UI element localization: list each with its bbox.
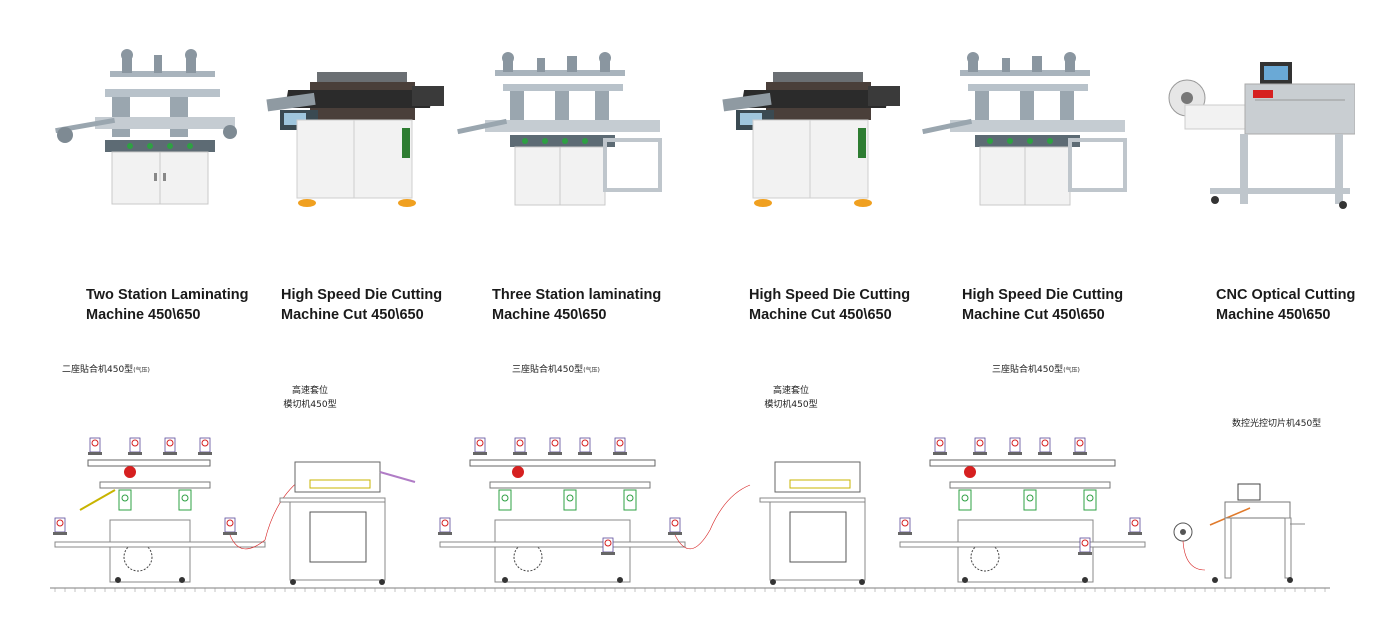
- label-note: (气压): [133, 367, 150, 374]
- cnc-diagram-label: 数控光控切片机450型: [1232, 417, 1321, 431]
- three-station-diagram-label-1: 三座貼合机450型(气压): [512, 363, 600, 378]
- production-line-schematic: [50, 437, 1330, 592]
- label-line2: 模切机450型: [283, 400, 337, 410]
- caption-line1: High Speed Die Cutting: [962, 287, 1124, 303]
- machine-caption-4: High Speed Die Cutting Machine Cut 450\6…: [749, 285, 910, 325]
- machine-caption-3: Three Station laminating Machine 450\650: [492, 285, 661, 325]
- label-note: (气压): [583, 367, 600, 374]
- label-line1: 高速套位: [291, 386, 328, 396]
- label-text: 二座貼合机450型: [62, 365, 134, 375]
- die-cutting-photo-2: [722, 72, 900, 207]
- caption-line2: Machine 450\650: [492, 307, 607, 323]
- machine-caption-5: High Speed Die Cutting Machine Cut 450\6…: [962, 285, 1123, 325]
- laminator-schematic-3: [897, 437, 1146, 583]
- die-cutter-schematic-1: [279, 461, 416, 585]
- label-line1: 高速套位: [772, 386, 809, 396]
- machine-caption-1: Two Station Laminating Machine 450\650: [86, 285, 248, 325]
- cnc-optical-cutting-photo: [1168, 62, 1355, 209]
- caption-line1: High Speed Die Cutting: [281, 287, 443, 303]
- die-cut-diagram-label-1: 高速套位 模切机450型: [275, 384, 345, 412]
- caption-line1: Three Station laminating: [492, 287, 662, 303]
- caption-line2: Machine 450\650: [86, 307, 201, 323]
- die-cutter-schematic-2: [759, 461, 866, 585]
- caption-line2: Machine Cut 450\650: [749, 307, 892, 323]
- laminator-schematic-1: [52, 437, 301, 583]
- label-text: 三座貼合机450型: [512, 365, 584, 375]
- three-station-diagram-label-2: 三座貼合机450型(气压): [992, 363, 1080, 378]
- two-station-diagram-label: 二座貼合机450型(气压): [62, 363, 150, 378]
- die-cut-diagram-label-2: 高速套位 模切机450型: [756, 384, 826, 412]
- label-text: 三座貼合机450型: [992, 365, 1064, 375]
- caption-line1: Two Station Laminating: [86, 287, 249, 303]
- label-note: (气压): [1063, 367, 1080, 374]
- caption-line2: Machine Cut 450\650: [962, 307, 1105, 323]
- cnc-schematic: [1173, 483, 1305, 583]
- label-line2: 模切机450型: [764, 400, 818, 410]
- label-text: 数控光控切片机450型: [1232, 419, 1322, 429]
- ground-hatch: [54, 588, 1326, 592]
- caption-line1: CNC Optical Cutting: [1216, 287, 1356, 303]
- laminator-schematic-2: [437, 437, 751, 583]
- caption-line1: High Speed Die Cutting: [749, 287, 911, 303]
- caption-line2: Machine Cut 450\650: [281, 307, 424, 323]
- machine-caption-6: CNC Optical Cutting Machine 450\650: [1216, 285, 1355, 325]
- three-station-laminating-photo: [457, 52, 662, 206]
- machine-caption-2: High Speed Die Cutting Machine Cut 450\6…: [281, 285, 442, 325]
- two-station-laminating-photo: [55, 49, 237, 205]
- caption-line2: Machine 450\650: [1216, 307, 1331, 323]
- die-cutting-photo-1: [266, 72, 444, 207]
- laminating-photo-2: [922, 52, 1127, 206]
